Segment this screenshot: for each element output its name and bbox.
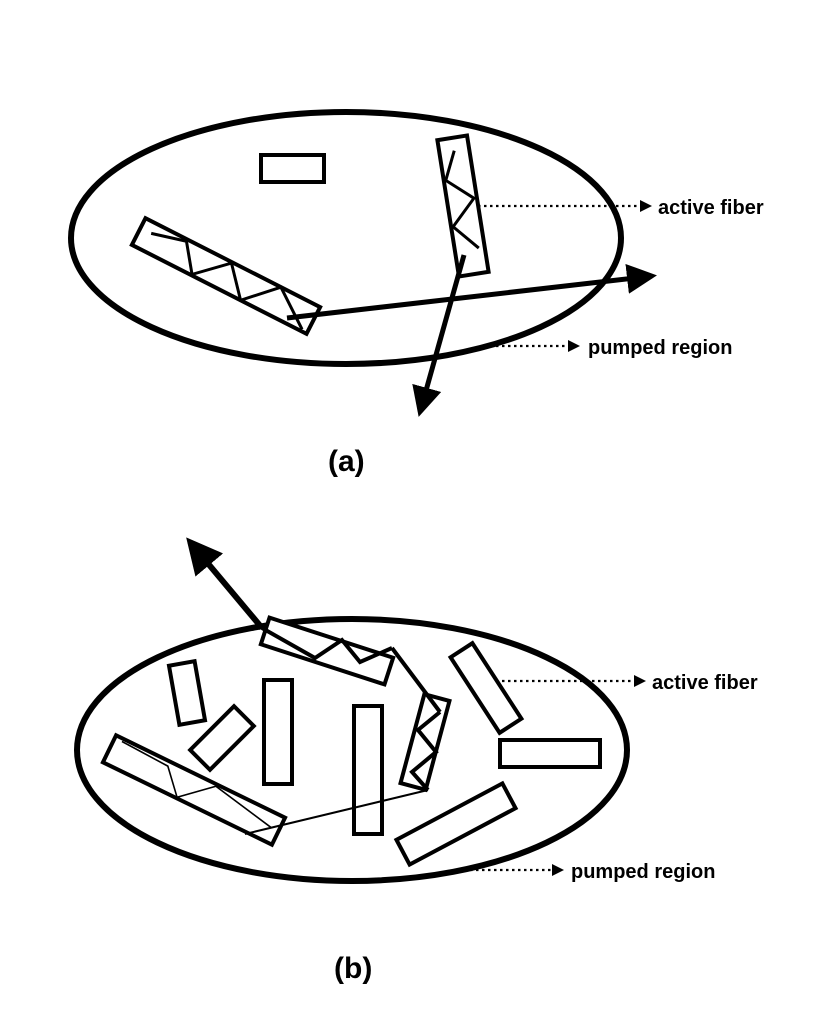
- panel-b: active fiber pumped region (b): [74, 537, 758, 985]
- fiber-b-horizontal-right: [498, 738, 602, 769]
- panel-a: active fiber pumped region (a): [68, 109, 764, 478]
- fiber-a-vertical: [435, 133, 491, 279]
- thin-ray-b1: [121, 740, 272, 829]
- ray-b-thin-connector: [244, 789, 429, 835]
- fiber-b-small-vertical: [398, 691, 452, 793]
- leader-arrowhead-pumped-region-a: [568, 340, 580, 352]
- label-pumped-region-a: pumped region: [588, 337, 732, 359]
- leader-arrowhead-active-fiber-a: [640, 200, 652, 212]
- leader-arrowhead-pumped-region-b: [552, 864, 564, 876]
- label-active-fiber-b: active fiber: [652, 672, 758, 694]
- fiber-b-small-left: [166, 658, 208, 728]
- fiber-b-tall-left: [262, 678, 294, 786]
- panel-label-a: (a): [328, 445, 365, 478]
- fiber-b-right-tilted: [447, 640, 525, 736]
- zigzag-ray-a2: [444, 150, 480, 250]
- label-pumped-region-b: pumped region: [571, 861, 715, 883]
- pumped-region-ellipse-a: [68, 109, 624, 367]
- zigzag-ray-a1: [150, 231, 304, 331]
- fiber-a-tilted: [129, 215, 323, 337]
- zigzag-ray-b1: [261, 626, 393, 665]
- fiber-a-small: [259, 153, 326, 184]
- emission-arrow-a1: [286, 263, 657, 321]
- panel-label-b: (b): [334, 952, 372, 985]
- emission-arrow-b: [186, 537, 265, 630]
- fiber-b-long-left: [100, 732, 288, 848]
- ray-b-connector: [390, 646, 442, 714]
- zigzag-ray-b2: [409, 710, 442, 792]
- emission-arrow-a2: [412, 254, 467, 417]
- fiber-b-tall-center: [352, 704, 384, 836]
- label-active-fiber-a: active fiber: [658, 197, 764, 219]
- fiber-b-bottom-right: [393, 780, 519, 868]
- leader-arrowhead-active-fiber-b: [634, 675, 646, 687]
- fiber-b-small-diagonal: [187, 703, 257, 773]
